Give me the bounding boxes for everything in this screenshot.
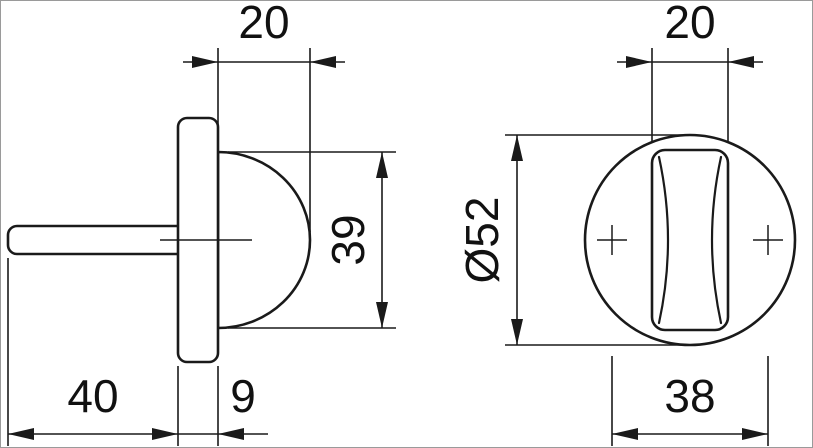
arrowhead [8,428,34,440]
dim-knob-height: 39 [228,151,396,329]
dimension-label: 9 [230,370,256,422]
dim-rose-diameter: Ø52 [456,134,694,346]
dim-spindle-length: 40 [7,258,179,446]
arrowhead [511,135,523,161]
dimension-label: 20 [664,0,715,48]
thumbturn-grip [650,148,730,332]
thumbturn-knob-profile [216,150,312,330]
arrowhead [612,428,638,440]
dim-rose-thickness: 9 [178,366,268,446]
fixing-center-cross-right [753,225,783,255]
arrowhead [152,428,178,440]
dimension-label: Ø52 [456,197,508,284]
dimension-label: 40 [67,370,118,422]
arrowhead [376,302,388,328]
dim-side-depth: 20 [183,0,345,232]
arrowhead [192,56,218,68]
dimension-label: 38 [664,370,715,422]
front-view [583,133,797,347]
grip-contour-left [657,155,670,325]
arrowhead [310,56,336,68]
arrowhead [218,428,244,440]
dimension-label: 20 [238,0,289,48]
dim-fixing-centers: 38 [611,356,769,446]
dimension-label: 39 [322,214,374,265]
dimension-label-group: 39 [322,214,374,265]
arrowhead [742,428,768,440]
dim-turn-width: 20 [617,0,763,141]
arrowhead [376,152,388,178]
arrowhead [728,56,754,68]
grip-contour-right [710,155,723,325]
dimension-label-group: Ø52 [456,197,508,284]
arrowhead [626,56,652,68]
fixing-center-cross-left [597,225,627,255]
side-view [6,116,312,364]
arrowhead [511,319,523,345]
